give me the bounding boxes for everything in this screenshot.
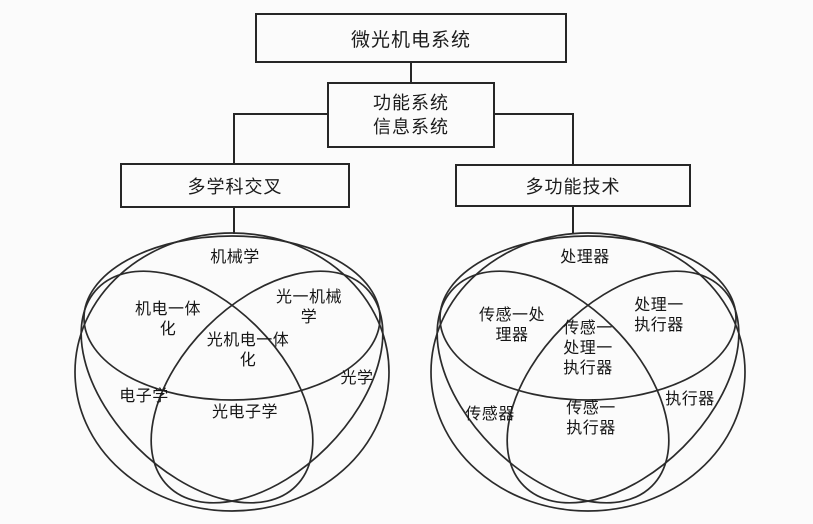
left-branch-node-label: 多学科交叉 <box>187 176 283 197</box>
level2-node-label: 功能系统 信息系统 <box>373 93 449 137</box>
venn-left-outer-ellipse <box>74 232 390 512</box>
venn-label-opto-mechanics: 光一机械 学 <box>275 289 343 326</box>
left-branch-node-box: 多学科交叉 <box>120 163 350 208</box>
venn-label-processor: 处理器 <box>560 249 610 266</box>
venn-left-ellipses <box>74 232 390 512</box>
right-branch-node-label: 多功能技术 <box>525 176 621 197</box>
venn-label-mechanics: 机械学 <box>210 249 260 266</box>
right-branch-node-box: 多功能技术 <box>455 164 691 207</box>
venn-left-optics-ellipse <box>150 270 384 504</box>
venn-label-optoelectronics: 光电子学 <box>211 404 279 421</box>
venn-left-electronics-ellipse <box>80 270 314 504</box>
venn-label-sensor-actuator: 传感一 执行器 <box>566 400 616 437</box>
venn-right-outer-ellipse <box>430 232 746 512</box>
venn-label-sensor-processor: 传感一处 理器 <box>478 307 546 344</box>
venn-label-mechatronics: 机电一体 化 <box>134 301 202 338</box>
venn-label-sensor-processor-actuator: 传感一 处理一 执行器 <box>563 320 613 377</box>
connector-level2-right-vertical <box>572 113 574 164</box>
venn-label-optics: 光学 <box>340 370 374 387</box>
connector-level2-left-vertical <box>233 113 235 163</box>
root-node-box: 微光机电系统 <box>255 13 567 63</box>
venn-diagram-multidisciplinary: 机械学 机电一体 化 光一机械 学 光机电一体 化 电子学 光学 光电子学 <box>62 222 402 522</box>
root-node-label: 微光机电系统 <box>350 29 471 51</box>
venn-label-processor-actuator: 处理一 执行器 <box>634 297 684 334</box>
connector-level2-left-horizontal <box>233 113 329 115</box>
venn-right-sensor-ellipse <box>436 270 670 504</box>
venn-label-opto-mechatronics: 光机电一体 化 <box>206 332 290 369</box>
venn-label-sensor: 传感器 <box>465 406 515 423</box>
venn-right-actuator-ellipse <box>506 270 740 504</box>
level2-node-box: 功能系统 信息系统 <box>327 82 495 148</box>
connector-level2-right-horizontal <box>493 113 574 115</box>
venn-left-mechanics-ellipse <box>83 235 381 401</box>
venn-right-processor-ellipse <box>439 235 737 401</box>
venn-right-ellipses <box>430 232 746 512</box>
venn-label-electronics: 电子学 <box>119 388 169 405</box>
venn-diagram-multifunction: 处理器 传感一处 理器 处理一 执行器 传感一 处理一 执行器 传感器 执行器 … <box>418 222 758 522</box>
venn-label-actuator: 执行器 <box>665 391 715 408</box>
connector-root-to-level2 <box>410 63 412 82</box>
connector-leftbranch-to-venn <box>233 208 235 234</box>
connector-rightbranch-to-venn <box>572 207 574 234</box>
